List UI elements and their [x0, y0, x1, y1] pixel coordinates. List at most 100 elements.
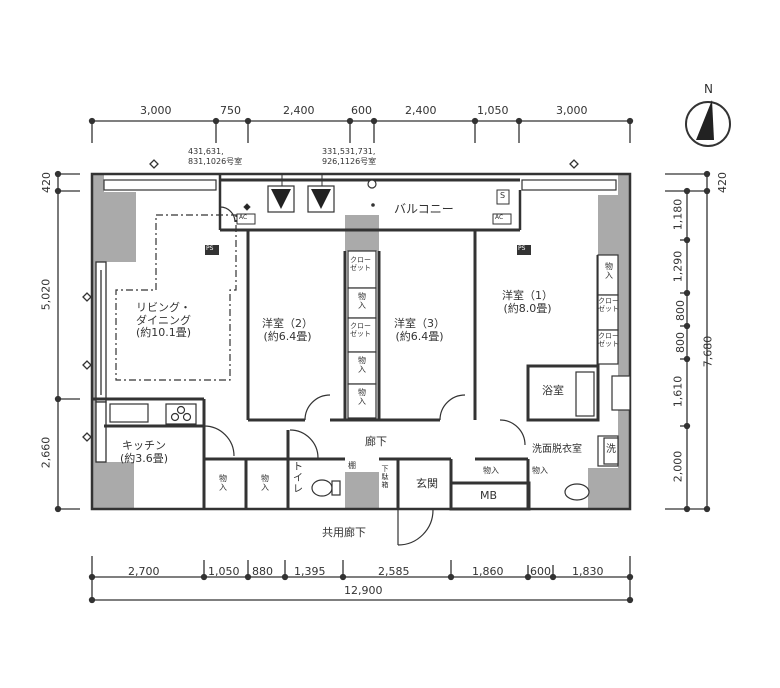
dim-right-1: 420 — [716, 172, 729, 193]
meter-box: MB — [480, 489, 498, 502]
dim-right-3: 1,290 — [671, 250, 685, 283]
bottom-dimension-line — [88, 556, 634, 604]
closet-label-1: クロー ゼット — [350, 256, 371, 272]
dim-bottom-4: 1,395 — [294, 565, 326, 578]
dim-bottom-6: 1,860 — [472, 565, 504, 578]
balcony-vents — [267, 175, 377, 213]
ps-label-left: PS — [206, 245, 214, 252]
dim-left-3: 2,660 — [39, 436, 53, 469]
ps-markers — [205, 245, 531, 255]
dim-top-5: 2,400 — [405, 104, 437, 117]
room-toilet: トイレ — [293, 462, 303, 495]
storage-label-7: 物入 — [483, 466, 499, 475]
unit-note-left: 431,631, 831,1026号室 — [188, 147, 242, 166]
dim-bottom-total: 12,900 — [344, 584, 383, 597]
s-box-label: S — [500, 191, 506, 200]
interior-walls — [92, 230, 600, 511]
closet-label-3: クロー ゼット — [598, 297, 619, 313]
washbasin — [564, 483, 590, 501]
closet-4-line1: クロー — [598, 332, 619, 340]
dim-top-7: 3,000 — [556, 104, 588, 117]
closet-1-line2: ゼット — [350, 264, 371, 273]
dim-bottom-3: 880 — [252, 565, 273, 578]
dim-left-2: 5,020 — [39, 278, 53, 311]
outer-walls — [90, 172, 632, 511]
door-swings — [203, 206, 526, 546]
room-entrance: 玄関 — [416, 477, 438, 490]
dim-bottom-2: 1,050 — [208, 565, 240, 578]
closet-column — [347, 250, 377, 419]
common-corridor: 共用廊下 — [322, 526, 366, 539]
left-dimension-line — [54, 170, 80, 513]
living-dining-line2: ダイニング — [136, 313, 192, 327]
north-compass-icon — [685, 100, 731, 147]
dim-top-1: 3,000 — [140, 104, 172, 117]
dim-top-3: 2,400 — [283, 104, 315, 117]
kitchen-fixtures — [109, 403, 197, 425]
dim-bottom-5: 2,585 — [378, 565, 410, 578]
washer-label: 洗 — [606, 444, 616, 455]
storage-label-1: 物入 — [219, 474, 227, 493]
unit-note-right-text: 331,531,731, 926,1126号室 — [322, 147, 377, 166]
top-dimension-line — [88, 117, 634, 143]
dim-bottom-1: 2,700 — [128, 565, 160, 578]
dim-bottom-8: 1,830 — [572, 565, 604, 578]
room-balcony: バルコニー — [394, 202, 454, 216]
room-kitchen: キッチン (約3.6畳) — [120, 439, 169, 465]
closet-1-line1: クロー — [350, 256, 371, 264]
unit-note-left-text: 431,631, 831,1026号室 — [188, 147, 243, 166]
dim-right-total: 7,680 — [701, 335, 715, 368]
window-markers — [82, 159, 579, 442]
toilet-fixture — [311, 479, 341, 497]
storage-label-3: 物入 — [358, 292, 366, 311]
dim-top-2: 750 — [220, 104, 241, 117]
dim-bottom-7: 600 — [530, 565, 551, 578]
closet-2-line1: クロー — [350, 322, 371, 330]
left-windows — [95, 261, 107, 463]
ac-label-left: AC — [239, 214, 248, 221]
unit-note-right: 331,531,731, 926,1126号室 — [322, 147, 376, 166]
dim-top-6: 1,050 — [477, 104, 509, 117]
dim-right-2: 1,180 — [671, 198, 685, 231]
closet-3-line2: ゼット — [598, 305, 619, 314]
western2-size: (約6.4畳) — [263, 329, 312, 343]
shoe-box-label: 下駄箱 — [381, 465, 389, 490]
ac-label-right: AC — [495, 214, 504, 221]
ac-units — [236, 189, 512, 225]
storage-label-6: 物入 — [605, 262, 613, 281]
kitchen-name: キッチン — [122, 439, 167, 452]
room-washroom: 洗面脱衣室 — [532, 444, 582, 455]
dim-left-1: 420 — [40, 172, 53, 193]
western2-name: 洋室（2） — [262, 317, 313, 330]
storage-label-2: 物入 — [261, 474, 269, 493]
compass-label: N — [704, 82, 713, 96]
closet-4-line2: ゼット — [598, 340, 619, 349]
living-dining-line1: リビング・ — [136, 301, 192, 314]
storage-label-5: 物入 — [358, 388, 366, 407]
room-western-2: 洋室（2） (約6.4畳) — [262, 317, 313, 343]
living-dining-size: (約10.1畳) — [136, 326, 192, 340]
storage-label-8: 物入 — [532, 466, 548, 475]
bathtub — [575, 371, 595, 417]
room-living-dining: リビング・ ダイニング (約10.1畳) — [136, 301, 192, 340]
closet-2-line2: ゼット — [350, 330, 371, 339]
western3-size: (約6.4畳) — [395, 329, 444, 343]
right-dimension-line — [665, 170, 711, 513]
kitchen-size: (約3.6畳) — [120, 451, 169, 465]
room-western-1: 洋室（1） (約8.0畳) — [502, 289, 553, 315]
ld-area-outline — [115, 214, 237, 381]
shelf-label: 棚 — [348, 461, 356, 470]
dim-right-6: 1,610 — [671, 375, 685, 408]
dim-right-4: 800 — [674, 300, 687, 321]
closet-3-line1: クロー — [598, 297, 619, 305]
closet-label-4: クロー ゼット — [598, 332, 619, 348]
dim-right-5: 800 — [674, 332, 687, 353]
room-bath: 浴室 — [542, 384, 564, 397]
dim-top-4: 600 — [351, 104, 372, 117]
room-hallway: 廊下 — [365, 435, 387, 448]
western3-name: 洋室（3） — [394, 317, 445, 330]
western1-name: 洋室（1） — [502, 289, 553, 302]
ps-label-right: PS — [518, 245, 526, 252]
washer-space — [603, 437, 619, 465]
